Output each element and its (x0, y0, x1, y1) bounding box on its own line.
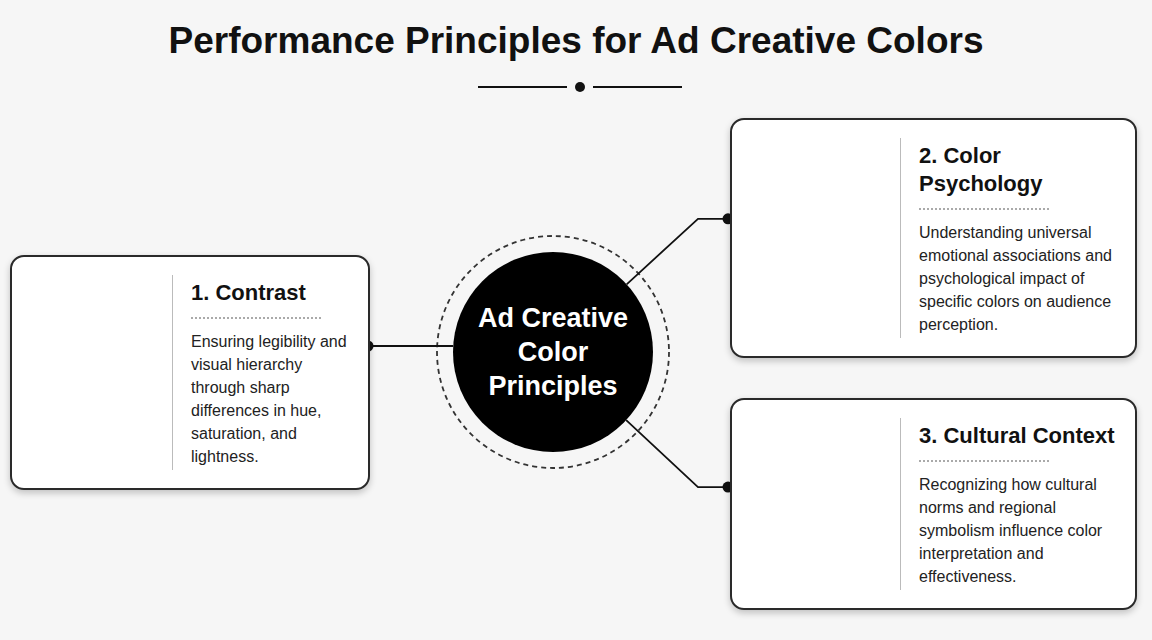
principle-card: 2. Color PsychologyUnderstanding univers… (730, 118, 1137, 358)
card-heading: 3. Cultural Context (919, 422, 1121, 462)
hub-circle: Ad Creative Color Principles (453, 252, 653, 452)
principle-card: 1. ContrastEnsuring legibility and visua… (10, 255, 370, 490)
card-divider (900, 418, 901, 590)
card-heading: 2. Color Psychology (919, 142, 1121, 210)
card-divider (900, 138, 901, 338)
card-text-column: 1. ContrastEnsuring legibility and visua… (191, 279, 354, 468)
card-body: Understanding universal emotional associ… (919, 221, 1121, 336)
connector-path (626, 420, 730, 487)
title-rule (478, 82, 682, 92)
principle-card: 3. Cultural ContextRecognizing how cultu… (730, 398, 1137, 610)
connector-line (626, 420, 733, 492)
hub-dashed-ring (437, 236, 669, 468)
card-text-column: 2. Color PsychologyUnderstanding univers… (919, 142, 1121, 336)
hub-label: Ad Creative Color Principles (467, 301, 639, 403)
connector-path (627, 219, 730, 285)
connector-line (363, 341, 454, 352)
card-divider (172, 275, 173, 470)
card-heading: 1. Contrast (191, 279, 354, 319)
connector-path (370, 345, 453, 347)
card-body: Ensuring legibility and visual hierarchy… (191, 330, 354, 468)
card-text-column: 3. Cultural ContextRecognizing how cultu… (919, 422, 1121, 588)
card-body: Recognizing how cultural norms and regio… (919, 473, 1121, 588)
connector-line (627, 213, 734, 284)
diagram-title: Performance Principles for Ad Creative C… (0, 20, 1152, 62)
